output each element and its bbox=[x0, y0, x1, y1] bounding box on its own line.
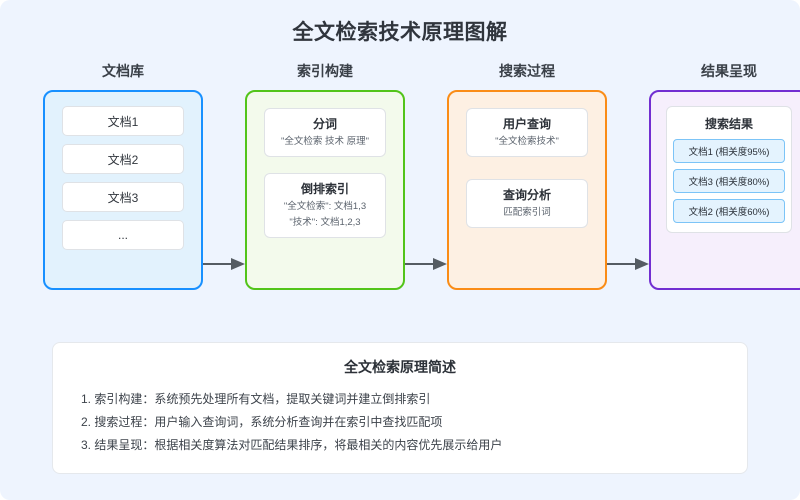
column-index-building: 索引构建 分词 "全文检索 技术 原理" 倒排索引 "全文检索": 文档1,3 … bbox=[245, 62, 405, 290]
doc-item[interactable]: 文档1 bbox=[62, 106, 184, 136]
page-title: 全文检索技术原理图解 bbox=[292, 21, 508, 44]
card-user-query[interactable]: 用户查询 "全文检索技术" bbox=[466, 108, 588, 157]
doc-item[interactable]: 文档2 bbox=[62, 144, 184, 174]
result-item[interactable]: 文档2 (相关度60%) bbox=[673, 199, 785, 223]
column-header-doc-library: 文档库 bbox=[102, 63, 144, 79]
card-query-analysis[interactable]: 查询分析 匹配索引词 bbox=[466, 179, 588, 228]
result-item[interactable]: 文档3 (相关度80%) bbox=[673, 169, 785, 193]
results-card-title: 搜索结果 bbox=[704, 117, 753, 131]
summary-panel: 全文检索原理简述 1. 索引构建：系统预先处理所有文档，提取关键词并建立倒排索引… bbox=[52, 342, 748, 474]
column-header-results-display: 结果呈现 bbox=[701, 63, 757, 79]
card-title: 倒排索引 bbox=[300, 182, 349, 196]
card-subtitle: "全文检索技术" bbox=[495, 136, 559, 147]
summary-title: 全文检索原理简述 bbox=[344, 359, 456, 375]
arrow-right-icon bbox=[405, 257, 447, 271]
card-subtitle: "全文检索 技术 原理" bbox=[280, 136, 370, 147]
arrow-right-icon bbox=[203, 257, 245, 271]
card-search-results: 搜索结果 文档1 (相关度95%) 文档3 (相关度80%) 文档2 (相关度6… bbox=[666, 106, 792, 233]
column-body-index-building: 分词 "全文检索 技术 原理" 倒排索引 "全文检索": 文档1,3 "技术":… bbox=[245, 90, 405, 290]
column-search-process: 搜索过程 用户查询 "全文检索技术" 查询分析 匹配索引词 bbox=[447, 62, 607, 290]
summary-line: 2. 搜索过程：用户输入查询词，系统分析查询并在索引中查找匹配项 bbox=[81, 415, 443, 429]
summary-line: 3. 结果呈现：根据相关度算法对匹配结果排序，将最相关的内容优先展示给用户 bbox=[81, 438, 503, 452]
result-item[interactable]: 文档1 (相关度95%) bbox=[673, 139, 785, 163]
column-header-index-building: 索引构建 bbox=[297, 63, 353, 79]
card-subtitle: "全文检索": 文档1,3 bbox=[283, 201, 367, 212]
doc-item[interactable]: 文档3 bbox=[62, 182, 184, 212]
column-header-search-process: 搜索过程 bbox=[499, 63, 555, 79]
card-title: 分词 bbox=[312, 117, 337, 131]
column-results-display: 结果呈现 搜索结果 文档1 (相关度95%) 文档3 (相关度80%) 文档2 … bbox=[649, 62, 800, 290]
card-title: 用户查询 bbox=[502, 117, 551, 131]
card-inverted-index[interactable]: 倒排索引 "全文检索": 文档1,3 "技术": 文档1,2,3 bbox=[264, 173, 386, 238]
summary-line: 1. 索引构建：系统预先处理所有文档，提取关键词并建立倒排索引 bbox=[81, 392, 431, 406]
card-tokenization[interactable]: 分词 "全文检索 技术 原理" bbox=[264, 108, 386, 157]
doc-item[interactable]: ... bbox=[62, 220, 184, 250]
column-body-results-display: 搜索结果 文档1 (相关度95%) 文档3 (相关度80%) 文档2 (相关度6… bbox=[649, 90, 800, 290]
card-subtitle: "技术": 文档1,2,3 bbox=[289, 217, 361, 228]
pipeline-stage: 文档库 文档1 文档2 文档3 ... 索引构建 分词 "全文检索 技术 原理"… bbox=[0, 62, 800, 302]
column-doc-library: 文档库 文档1 文档2 文档3 ... bbox=[43, 62, 203, 290]
column-body-doc-library: 文档1 文档2 文档3 ... bbox=[43, 90, 203, 290]
card-title: 查询分析 bbox=[502, 188, 551, 202]
column-body-search-process: 用户查询 "全文检索技术" 查询分析 匹配索引词 bbox=[447, 90, 607, 290]
card-subtitle: 匹配索引词 bbox=[503, 207, 551, 218]
arrow-right-icon bbox=[607, 257, 649, 271]
